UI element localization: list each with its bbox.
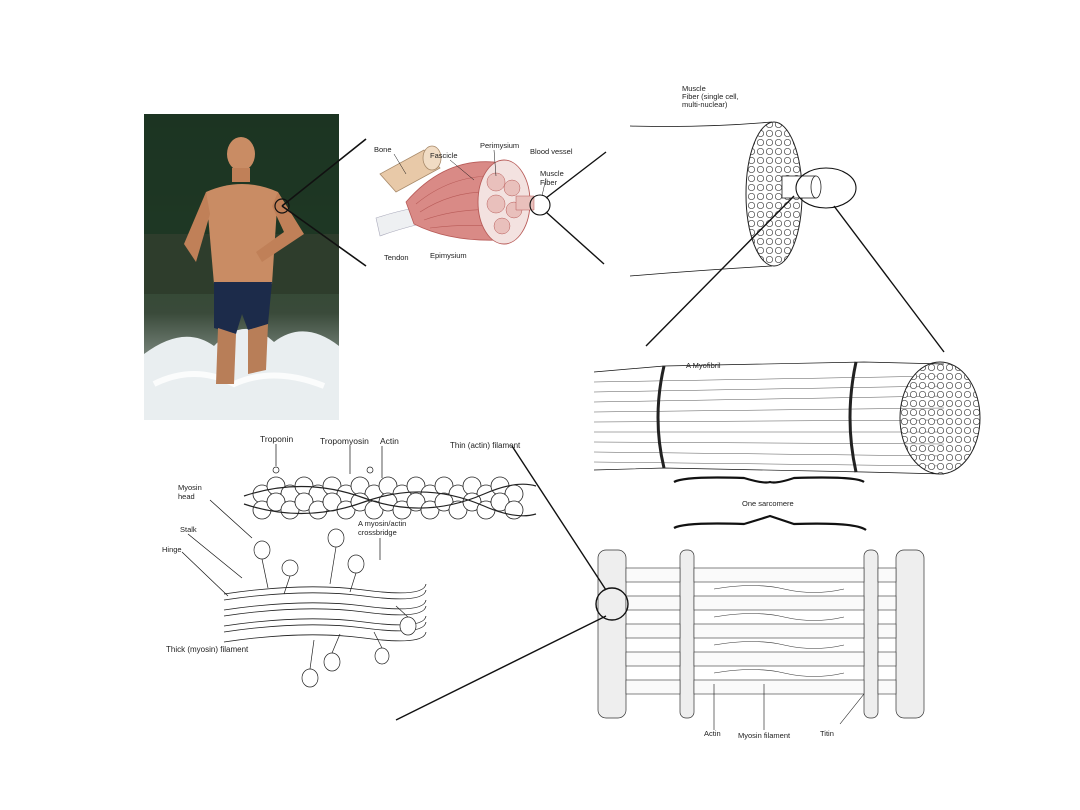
myofibril-illustration bbox=[593, 361, 981, 531]
label-thin-filament: Thin (actin) filament bbox=[450, 441, 521, 450]
label-crossbridge-line2: crossbridge bbox=[358, 528, 397, 537]
label-myosin-head-line1: Myosin bbox=[178, 483, 202, 492]
label-fiber-line2b: Fiber (single cell, bbox=[682, 92, 739, 101]
label-myosin-filament: Myosin filament bbox=[738, 731, 791, 740]
label-myofibril: A Myofibril bbox=[686, 361, 721, 370]
diagram-slide: Bone Fascicle Perimysium Blood vessel Mu… bbox=[144, 84, 1000, 740]
muscle-hierarchy-diagram: Bone Fascicle Perimysium Blood vessel Mu… bbox=[144, 84, 981, 740]
label-fiber-line1: Muscle bbox=[682, 84, 706, 93]
label-tropomyosin: Tropomyosin bbox=[320, 436, 369, 446]
muscle-fiber-illustration bbox=[629, 121, 857, 277]
label-myosin-head-line2: head bbox=[178, 492, 195, 501]
label-fascicle: Fascicle bbox=[430, 151, 458, 160]
label-epimysium: Epimysium bbox=[430, 251, 467, 260]
label-thick-filament: Thick (myosin) filament bbox=[166, 645, 249, 654]
label-titin: Titin bbox=[820, 729, 834, 738]
runner-photo bbox=[144, 114, 339, 420]
label-hinge: Hinge bbox=[162, 545, 182, 554]
label-bone: Bone bbox=[374, 145, 392, 154]
label-perimysium: Perimysium bbox=[480, 141, 519, 150]
label-stalk: Stalk bbox=[180, 525, 197, 534]
label-troponin: Troponin bbox=[260, 434, 294, 444]
label-crossbridge-line1: A myosin/actin bbox=[358, 519, 406, 528]
sarcomere-illustration bbox=[595, 549, 925, 730]
label-actin: Actin bbox=[380, 436, 399, 446]
label-one-sarcomere: One sarcomere bbox=[742, 499, 794, 508]
muscle-anatomy-illustration bbox=[375, 145, 551, 245]
label-actin-sarcomere: Actin bbox=[704, 729, 721, 738]
label-fiber-line2: Fiber bbox=[540, 178, 558, 187]
label-muscle-line1: Muscle bbox=[540, 169, 564, 178]
label-fiber-line3: multi-nuclear) bbox=[682, 100, 728, 109]
label-tendon: Tendon bbox=[384, 253, 409, 262]
filaments-illustration bbox=[181, 444, 537, 688]
label-blood-vessel: Blood vessel bbox=[530, 147, 573, 156]
